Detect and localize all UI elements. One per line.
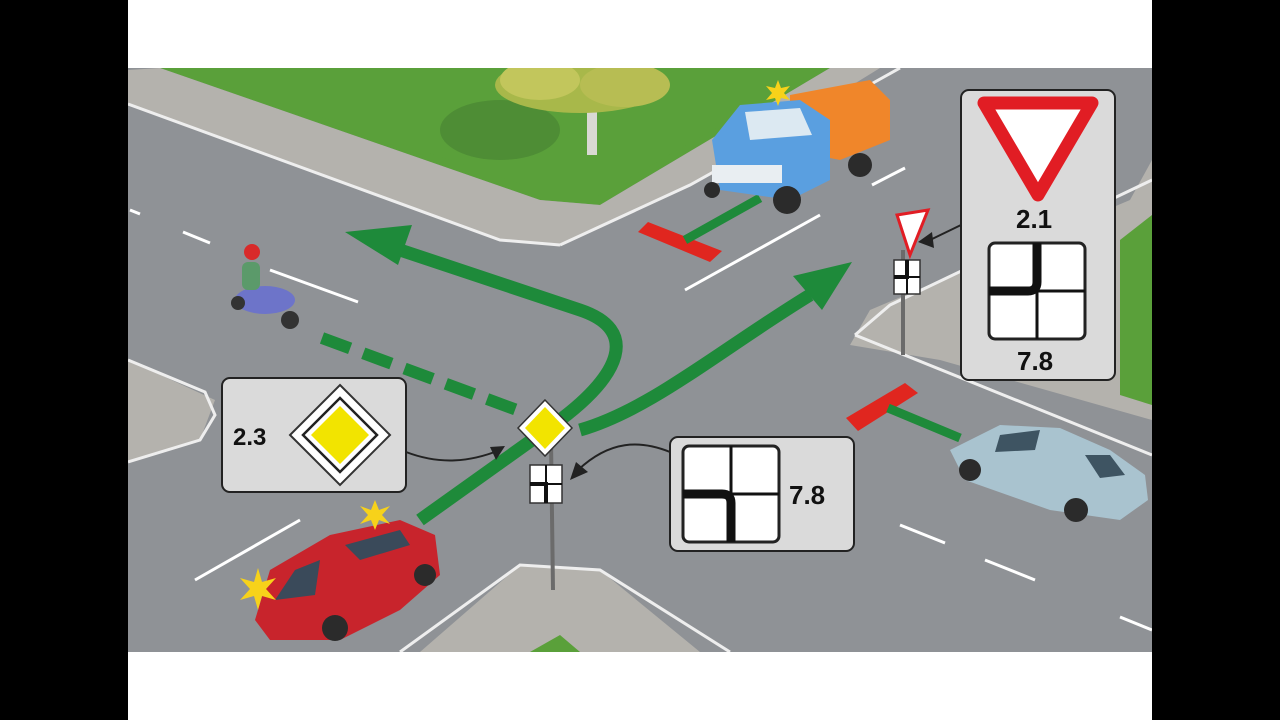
left-plate-code: 7.8: [789, 480, 825, 510]
priority-sign-post: [516, 398, 574, 591]
callout-pointer: [929, 224, 962, 241]
scooter-path-dashed: [319, 332, 528, 419]
yield-code: 2.1: [1016, 204, 1052, 234]
callout-pointer: [577, 443, 671, 471]
route-left-turn: [397, 243, 623, 526]
callout-yield: 2.1 7.8: [918, 89, 1116, 381]
stop-line-top: [638, 222, 722, 262]
sidewalk-left: [128, 360, 215, 462]
lane-markings: [129, 166, 1152, 632]
callout-left-plate: 7.8: [570, 436, 855, 552]
give-way-sign-icon: [895, 208, 931, 260]
silver-car: [950, 425, 1148, 522]
route-left-arrowhead: [345, 225, 412, 265]
callout-pointer: [405, 449, 501, 462]
truck: [704, 80, 890, 214]
curb-lines: [128, 68, 1152, 652]
stop-line-right: [846, 383, 918, 431]
route-straight-arrowhead: [793, 262, 852, 310]
right-plate-code: 7.8: [1017, 346, 1053, 376]
sidewalk-bottom: [420, 565, 700, 652]
route-arrows: [319, 225, 852, 526]
give-way-sign-icon: [977, 96, 1099, 202]
yield-sign-post: [893, 208, 931, 355]
priority-road-code: 2.3: [233, 424, 266, 451]
grass-bottom: [530, 635, 580, 652]
silver-car-path: [886, 403, 962, 443]
hazard-flash-icon: [360, 500, 390, 530]
truck-path: [682, 194, 763, 244]
tree: [440, 68, 670, 160]
hazard-flash-icon: [766, 80, 790, 106]
callout-priority-road: 2.3: [221, 377, 505, 493]
scooter: [231, 244, 299, 329]
red-car: [240, 500, 440, 641]
hazard-flash-icon: [240, 568, 276, 610]
route-straight: [578, 289, 814, 437]
grass-right: [1120, 215, 1152, 405]
